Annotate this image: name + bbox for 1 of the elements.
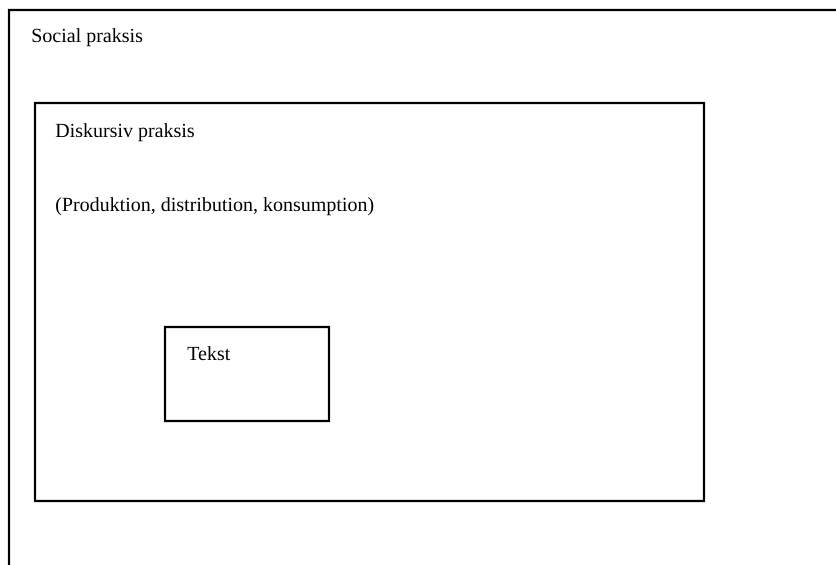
box: Tekst <box>164 326 330 422</box>
